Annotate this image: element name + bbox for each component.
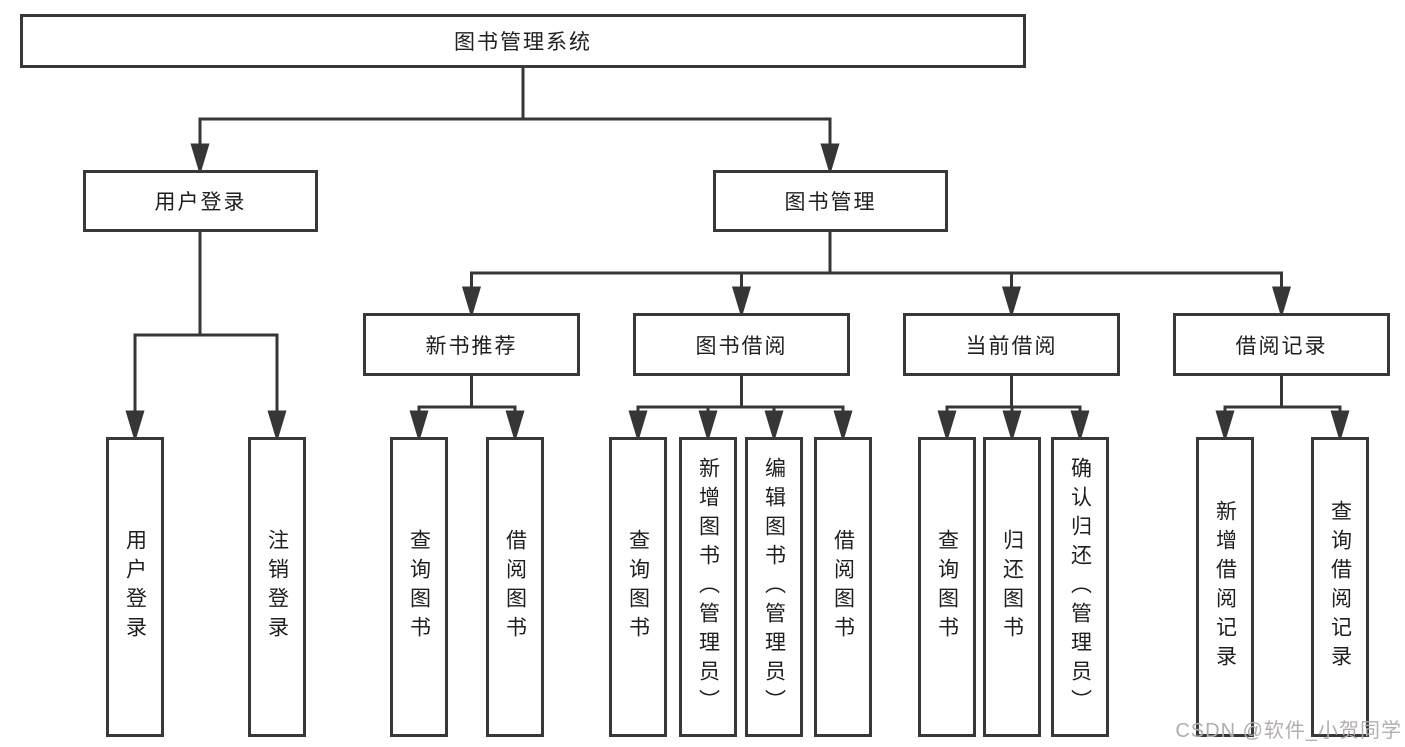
leaf-user-login: 用户登录 [106,437,164,737]
node-book-management: 图书管理 [713,170,948,232]
leaf-br-add-record-label: 新增借阅记录 [1213,500,1237,674]
leaf-cb-return-books-label: 归还图书 [1000,529,1024,645]
node-current-borrow: 当前借阅 [903,313,1120,376]
node-book-borrow: 图书借阅 [633,313,850,376]
node-new-book-recommend: 新书推荐 [363,313,580,376]
leaf-user-login-label: 用户登录 [123,529,147,645]
node-root: 图书管理系统 [20,14,1026,68]
leaf-bb-query-books-label: 查询图书 [626,529,650,645]
node-borrow-records: 借阅记录 [1173,313,1390,376]
leaf-nbr-borrow-books-label: 借阅图书 [503,529,527,645]
leaf-nbr-query-books: 查询图书 [390,437,448,737]
leaf-br-query-record-label: 查询借阅记录 [1328,500,1352,674]
leaf-nbr-borrow-books: 借阅图书 [486,437,544,737]
leaf-nbr-query-books-label: 查询图书 [407,529,431,645]
leaf-bb-query-books: 查询图书 [609,437,667,737]
leaf-logout-label: 注销登录 [265,529,289,645]
leaf-bb-edit-books-admin-label: 编辑图书（管理员） [762,456,786,718]
leaf-bb-borrow-books: 借阅图书 [814,437,872,737]
watermark: CSDN @软件_小贺同学 [1175,720,1402,742]
leaf-br-query-record: 查询借阅记录 [1311,437,1369,737]
leaf-cb-confirm-return-admin: 确认归还（管理员） [1051,437,1109,737]
node-user-login: 用户登录 [83,170,318,232]
leaf-bb-add-books-admin-label: 新增图书（管理员） [696,456,720,718]
leaf-cb-return-books: 归还图书 [983,437,1041,737]
leaf-cb-confirm-return-admin-label: 确认归还（管理员） [1068,456,1092,718]
leaf-logout: 注销登录 [248,437,306,737]
leaf-br-add-record: 新增借阅记录 [1196,437,1254,737]
leaf-cb-query-books-label: 查询图书 [935,529,959,645]
leaf-bb-edit-books-admin: 编辑图书（管理员） [745,437,803,737]
leaf-bb-borrow-books-label: 借阅图书 [831,529,855,645]
leaf-bb-add-books-admin: 新增图书（管理员） [679,437,737,737]
leaf-cb-query-books: 查询图书 [918,437,976,737]
